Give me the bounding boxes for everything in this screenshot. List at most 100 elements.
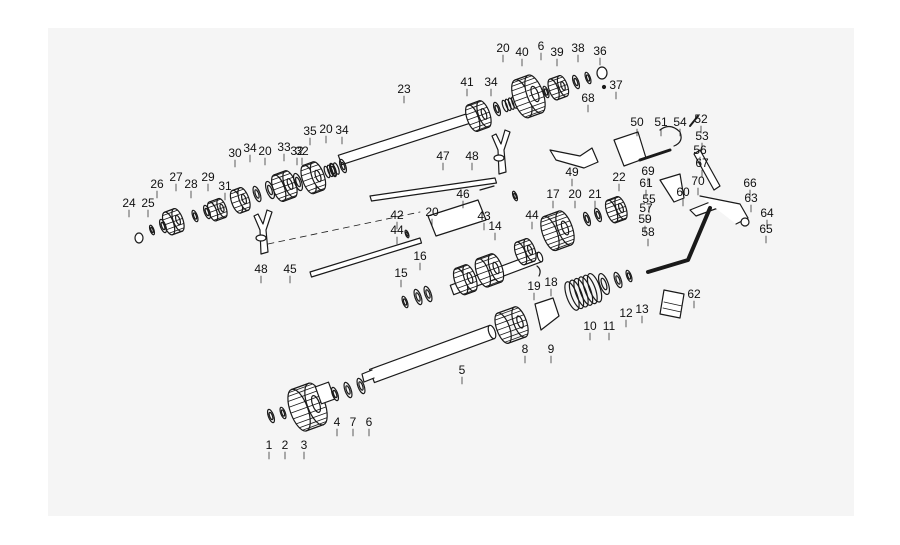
- callout-13: 13: [635, 302, 649, 316]
- gear-41: [465, 100, 492, 132]
- callout-61: 61: [639, 176, 653, 190]
- ring-44a: [511, 190, 519, 202]
- callout-69: 69: [641, 164, 655, 178]
- nut-36: [596, 66, 608, 80]
- callout-30: 30: [228, 146, 242, 160]
- ring-21: [593, 207, 603, 223]
- callout-68: 68: [581, 91, 595, 105]
- bearing-38: [571, 74, 581, 90]
- ring-44b: [404, 229, 410, 239]
- callout-59: 59: [638, 212, 652, 226]
- callout-67: 67: [695, 156, 709, 170]
- washer-34a: [492, 101, 502, 117]
- washer-16a: [413, 288, 423, 306]
- ring-6: [356, 377, 366, 395]
- ring-7: [343, 381, 353, 399]
- callout-16: 16: [413, 249, 427, 263]
- gear-14c: [513, 238, 537, 266]
- washer-16b: [423, 285, 433, 303]
- bearing-29: [202, 204, 212, 220]
- nut-24: [134, 232, 144, 244]
- drum-42: [427, 199, 487, 237]
- callout-15: 15: [394, 266, 408, 280]
- ring-68: [584, 71, 592, 85]
- bearing-20b: [582, 211, 592, 227]
- callout-70: 70: [691, 174, 705, 188]
- callout-47: 47: [436, 149, 450, 163]
- nut-65: [740, 217, 750, 227]
- callout-33: 33: [277, 140, 291, 154]
- callout-43: 43: [477, 209, 491, 223]
- callout-29: 29: [201, 170, 215, 184]
- callout-36: 36: [593, 44, 607, 58]
- rod-45: [309, 237, 423, 278]
- callout-1: 1: [265, 438, 273, 452]
- ring-25: [148, 224, 156, 236]
- callout-20: 20: [568, 187, 582, 201]
- callout-49: 49: [565, 165, 579, 179]
- washer-34c: [252, 185, 262, 203]
- callout-65: 65: [759, 222, 773, 236]
- callout-34: 34: [484, 75, 498, 89]
- callout-42: 42: [390, 208, 404, 222]
- gear-40: [511, 74, 546, 119]
- ball-37: [601, 84, 607, 90]
- callout-40: 40: [515, 45, 529, 59]
- ring-20c: [338, 158, 348, 174]
- callout-56: 56: [693, 143, 707, 157]
- shaft-51: [638, 148, 672, 162]
- nut-13: [625, 269, 633, 283]
- selector-57: [659, 173, 685, 203]
- callout-28: 28: [184, 177, 198, 191]
- washer-11: [597, 272, 611, 296]
- callout-9: 9: [547, 342, 555, 356]
- callout-32: 32: [290, 144, 304, 158]
- ring-32a: [292, 172, 304, 192]
- callout-66: 66: [743, 176, 757, 190]
- pin-18: [536, 265, 541, 277]
- kick-lever-62: [646, 206, 712, 274]
- callout-52: 52: [694, 112, 708, 126]
- bearing-20a: [501, 99, 509, 113]
- callout-48: 48: [254, 262, 268, 276]
- callout-8: 8: [521, 342, 529, 356]
- gear-33: [271, 170, 298, 202]
- callout-22: 22: [612, 170, 626, 184]
- lever-67: [693, 149, 721, 191]
- callout-27: 27: [169, 170, 183, 184]
- callout-63: 63: [744, 191, 758, 205]
- callout-35: 35: [303, 124, 317, 138]
- callout-3: 3: [300, 438, 308, 452]
- callout-17: 17: [546, 187, 560, 201]
- bearing-20e: [264, 180, 276, 200]
- callout-6: 6: [365, 415, 373, 429]
- callout-53: 53: [695, 129, 709, 143]
- callout-39: 39: [550, 45, 564, 59]
- callout-62: 62: [687, 287, 701, 301]
- callout-20: 20: [319, 122, 333, 136]
- callout-20: 20: [425, 205, 439, 219]
- callout-7: 7: [349, 415, 357, 429]
- ring-28: [191, 209, 199, 223]
- callout-4: 4: [333, 415, 341, 429]
- gear-14a: [452, 264, 478, 296]
- callout-14: 14: [488, 219, 502, 233]
- bearing-20d: [323, 165, 331, 179]
- callout-5: 5: [458, 363, 466, 377]
- fork-49: [549, 147, 599, 169]
- main-shaft: [369, 324, 495, 384]
- callout-31: 31: [218, 179, 232, 193]
- gear-35: [300, 161, 327, 195]
- gear-8: [494, 306, 529, 344]
- gear-39: [547, 74, 570, 101]
- ring-26: [158, 218, 168, 234]
- gear-14b: [474, 253, 505, 288]
- spring-53: [659, 125, 682, 147]
- pin-46: [479, 185, 495, 191]
- callout-18: 18: [544, 275, 558, 289]
- gear-3: [287, 382, 328, 432]
- spring-10: [564, 281, 580, 311]
- callout-41: 41: [460, 75, 474, 89]
